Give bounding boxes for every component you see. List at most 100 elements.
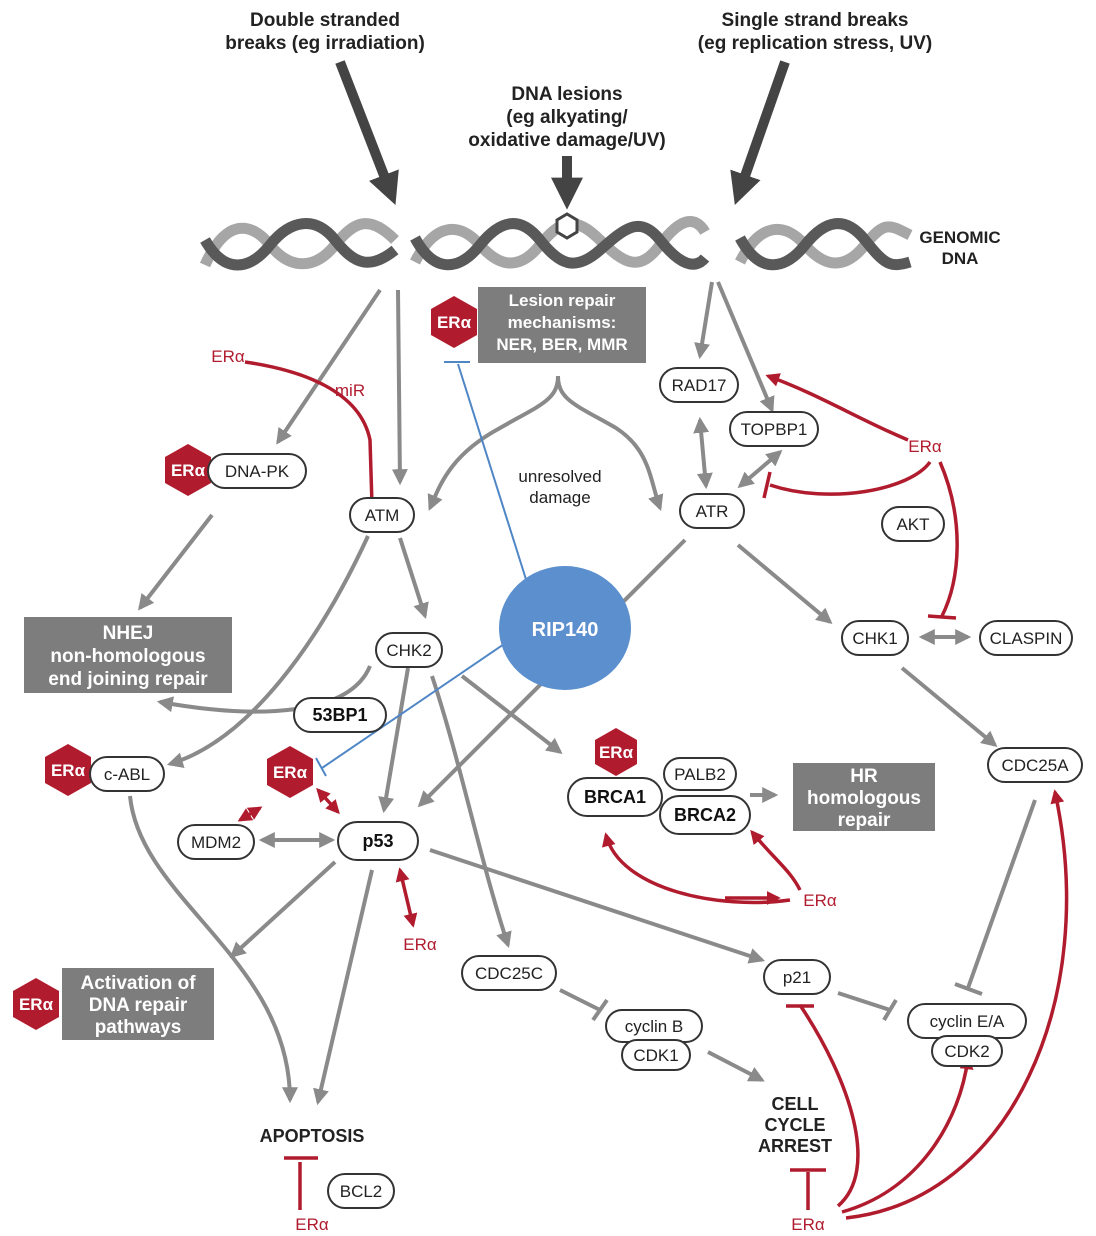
rip140-to-era-lesion [457, 363, 531, 593]
dsb-line1: Double stranded [250, 10, 400, 31]
node-cdk1-label: CDK1 [633, 1046, 678, 1065]
dna-to-topbp1-arrow [716, 281, 775, 413]
era-label-p53: ERα [403, 935, 437, 954]
node-brca1: BRCA1 [567, 777, 663, 817]
node-p21: p21 [763, 959, 831, 995]
hr-line1: HR [850, 766, 878, 787]
node-p53-label: p53 [362, 831, 393, 851]
dna-to-atm-arrow [391, 289, 408, 486]
p21-inhibits-cyclinea [837, 991, 891, 1012]
era-hex-p53: ERα [267, 746, 313, 798]
dsb-header: Double stranded breaks (eg irradiation) [225, 10, 425, 54]
p53-era-bidirectional [395, 867, 418, 928]
era-hex-cabl-label: ERα [51, 761, 86, 780]
era-hex-brca1-label: ERα [599, 743, 634, 762]
node-cdc25a: CDC25A [987, 747, 1083, 783]
era-hex-dnapk-label: ERα [171, 461, 206, 480]
nhej-line1: NHEJ [103, 623, 154, 644]
era-label-right: ERα [908, 437, 942, 456]
chk2-to-brca1-arrow [460, 674, 563, 754]
node-dnapk-label: DNA-PK [225, 462, 290, 481]
node-cdk2-label: CDK2 [944, 1042, 989, 1061]
lesions-line2: (eg alkyating/ [506, 107, 628, 128]
node-chk2-label: CHK2 [386, 641, 431, 660]
era-to-p21 [798, 1004, 860, 1208]
era-to-cdc25a [845, 789, 1069, 1220]
era-to-cdk2 [841, 1055, 974, 1214]
lesion-hexagon [555, 212, 579, 240]
ssb-line2: (eg replication stress, UV) [698, 33, 932, 54]
ssb-arrow [730, 60, 790, 206]
ssb-header: Single strand breaks (eg replication str… [698, 10, 932, 54]
node-cdc25c-label: CDC25C [475, 964, 543, 983]
apoptosis-label: APOPTOSIS [260, 1126, 365, 1146]
era-topbp1-inhibit-bar [762, 471, 772, 499]
rip140-node: RIP140 [499, 566, 631, 690]
era-hex-lesion: ERα [431, 296, 477, 348]
hr-line2: homologous [807, 788, 921, 809]
hr-line3: repair [838, 810, 891, 831]
node-atm-label: ATM [365, 506, 400, 525]
chk1-to-cdc25a-arrow [900, 666, 998, 748]
node-cdk1: CDK1 [621, 1039, 691, 1071]
arrest-line2: CYCLE [764, 1115, 825, 1135]
node-chk1-label: CHK1 [852, 629, 897, 648]
rip140-to-era-p53 [321, 639, 511, 769]
node-dnapk: DNA-PK [207, 453, 307, 489]
node-cyclinea: cyclin E/A [907, 1003, 1027, 1039]
node-brca2: BRCA2 [659, 795, 751, 835]
era-label-mir: ERα [211, 347, 245, 366]
node-rad17: RAD17 [659, 367, 739, 403]
rip140-edges [315, 361, 531, 777]
hr-box: HR homologous repair [793, 763, 935, 831]
era-label-brca: ERα [803, 891, 837, 910]
cdc25a-inhibit-bar [954, 982, 983, 996]
era-to-chk1 [938, 461, 959, 617]
node-topbp1-label: TOPBP1 [741, 420, 808, 439]
node-brca2-label: BRCA2 [674, 805, 736, 825]
node-p21-label: p21 [783, 968, 811, 987]
era-to-rad17 [765, 373, 909, 442]
node-53bp1: 53BP1 [293, 697, 387, 733]
p53-to-apoptosis-arrow [313, 869, 374, 1106]
dna-to-rad17-arrow [694, 281, 714, 360]
chk2-to-cdc25c-arrow [430, 675, 512, 949]
activation-line3: pathways [95, 1017, 182, 1038]
era-to-topbp1-atr [769, 460, 932, 496]
genomic-dna-helix [199, 212, 913, 271]
arrest-line3: ARREST [758, 1136, 832, 1156]
atr-topbp1-arrow [737, 449, 783, 489]
input-arrows [335, 60, 790, 210]
era-hex-activation-label: ERα [19, 995, 54, 1014]
node-brca1-label: BRCA1 [584, 787, 646, 807]
gray-arrows [128, 281, 1037, 1106]
lesions-line3: oxidative damage/UV) [468, 130, 665, 151]
node-chk2: CHK2 [375, 632, 443, 668]
p53-to-p21-arrow [429, 848, 766, 964]
node-cyclinea-label: cyclin E/A [930, 1012, 1005, 1031]
lesion-box-line1: Lesion repair [509, 291, 616, 310]
era-to-brca1 [601, 832, 791, 905]
era-to-brca2 [750, 829, 802, 891]
lesions-line1: DNA lesions [511, 84, 622, 105]
era-red-edges [237, 360, 1069, 1220]
chk2-to-p53-arrow [378, 667, 410, 814]
nhej-box: NHEJ non-homologous end joining repair [24, 617, 232, 693]
dnapk-to-nhej-arrow [138, 513, 214, 611]
lesion-repair-box: Lesion repair mechanisms: NER, BER, MMR [478, 287, 646, 363]
node-bcl2-label: BCL2 [340, 1182, 383, 1201]
node-cdc25a-label: CDC25A [1001, 756, 1069, 775]
cdc25c-inhibit-bar [591, 998, 609, 1022]
node-cyclinb-label: cyclin B [625, 1017, 684, 1036]
node-bcl2: BCL2 [327, 1173, 395, 1209]
mir-label: miR [335, 381, 365, 400]
node-chk1: CHK1 [841, 620, 909, 656]
node-rad17-label: RAD17 [672, 376, 727, 395]
node-atr-label: ATR [696, 502, 729, 521]
dna-to-dnapk-arrow [276, 288, 382, 445]
node-cdc25c: CDC25C [461, 955, 557, 991]
lesion-box-line2: mechanisms: [508, 313, 617, 332]
genomic-dna-label-2: DNA [942, 249, 979, 268]
p21-inhibit-bar [882, 998, 898, 1022]
